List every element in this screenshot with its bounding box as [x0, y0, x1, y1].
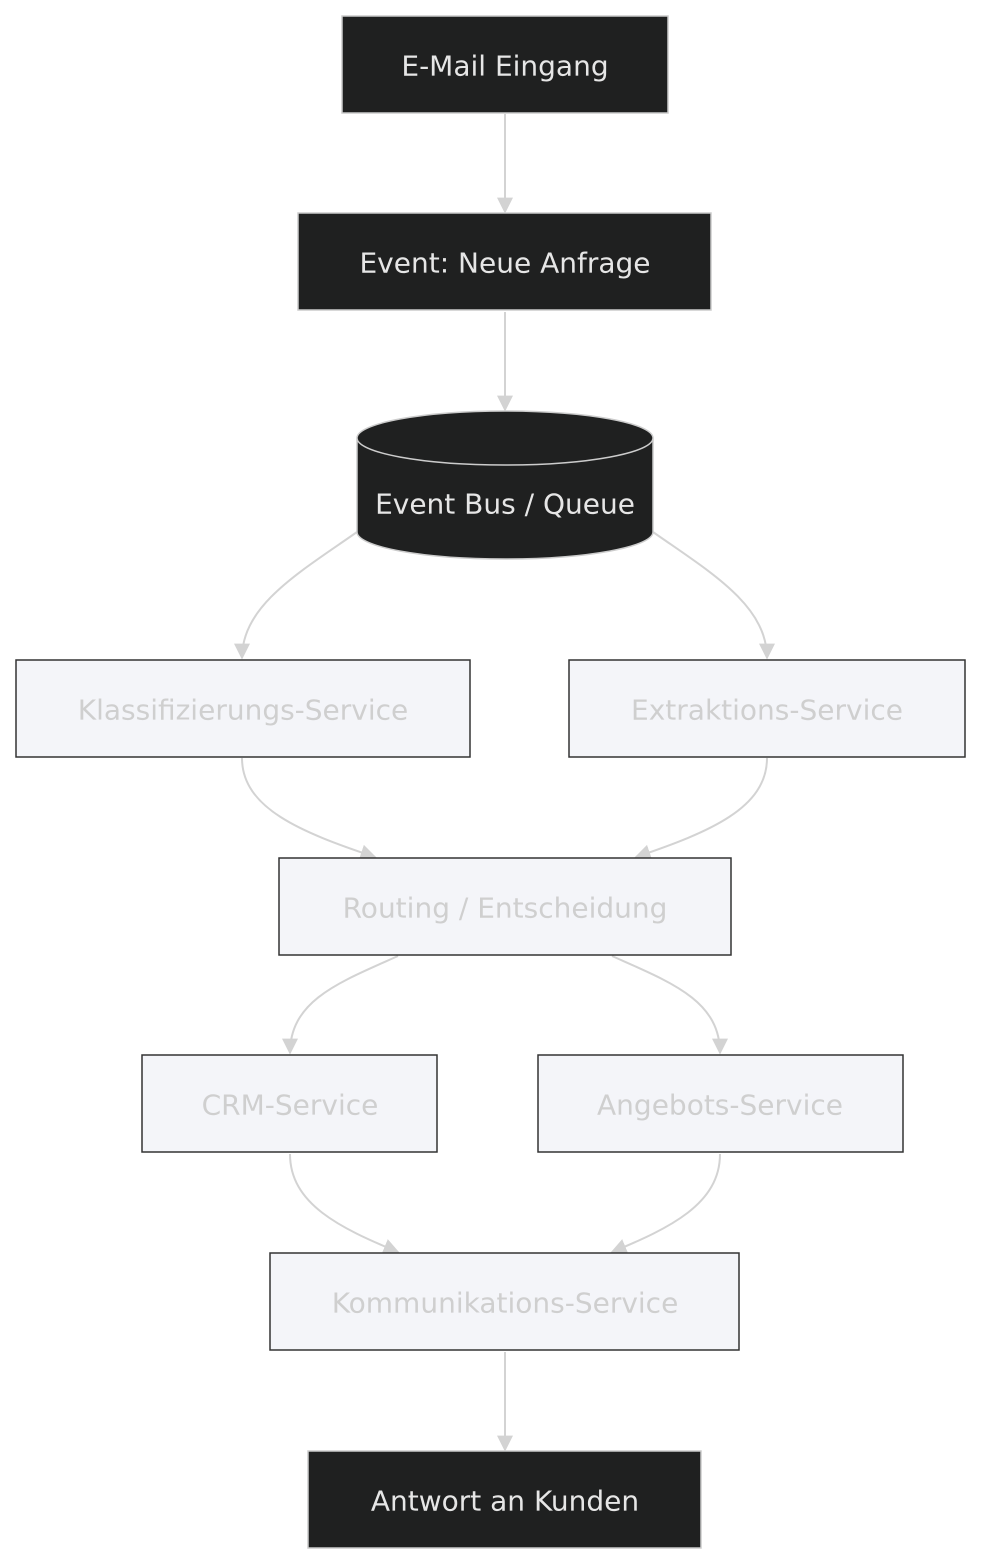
node-email-eingang: E-Mail Eingang [341, 15, 669, 114]
node-label: E-Mail Eingang [401, 50, 608, 83]
node-label: CRM-Service [202, 1089, 379, 1122]
node-antwort-an-kunden: Antwort an Kunden [307, 1450, 702, 1549]
edge-bus-extr [652, 531, 775, 660]
edge-klass-routing [241, 757, 377, 861]
edges [234, 114, 775, 1452]
node-label: Event: Neue Anfrage [359, 247, 650, 280]
node-event-neue-anfrage: Event: Neue Anfrage [297, 212, 712, 311]
node-event-bus-queue: Event Bus / Queue [356, 410, 654, 560]
node-angebots-service: Angebots-Service [537, 1054, 904, 1153]
edge-routing-angebot [611, 955, 728, 1055]
node-crm-service: CRM-Service [141, 1054, 438, 1153]
node-label: Event Bus / Queue [375, 488, 635, 521]
edge-bus-klass [234, 531, 358, 660]
edge-angebot-komm [610, 1153, 721, 1254]
node-label: Routing / Entscheidung [343, 892, 668, 925]
node-routing-entscheidung: Routing / Entscheidung [278, 857, 732, 956]
node-label: Extraktions-Service [631, 694, 903, 727]
node-klassifizierungs-service: Klassifizierungs-Service [15, 659, 471, 758]
node-label: Angebots-Service [597, 1089, 843, 1122]
node-kommunikations-service: Kommunikations-Service [269, 1252, 740, 1351]
node-label: Klassifizierungs-Service [78, 694, 409, 727]
edge-extr-routing [634, 757, 768, 860]
node-label: Antwort an Kunden [371, 1485, 639, 1518]
node-label: Kommunikations-Service [332, 1287, 679, 1320]
edge-crm-komm [289, 1153, 400, 1254]
edge-routing-crm [282, 955, 399, 1055]
node-extraktions-service: Extraktions-Service [568, 659, 966, 758]
